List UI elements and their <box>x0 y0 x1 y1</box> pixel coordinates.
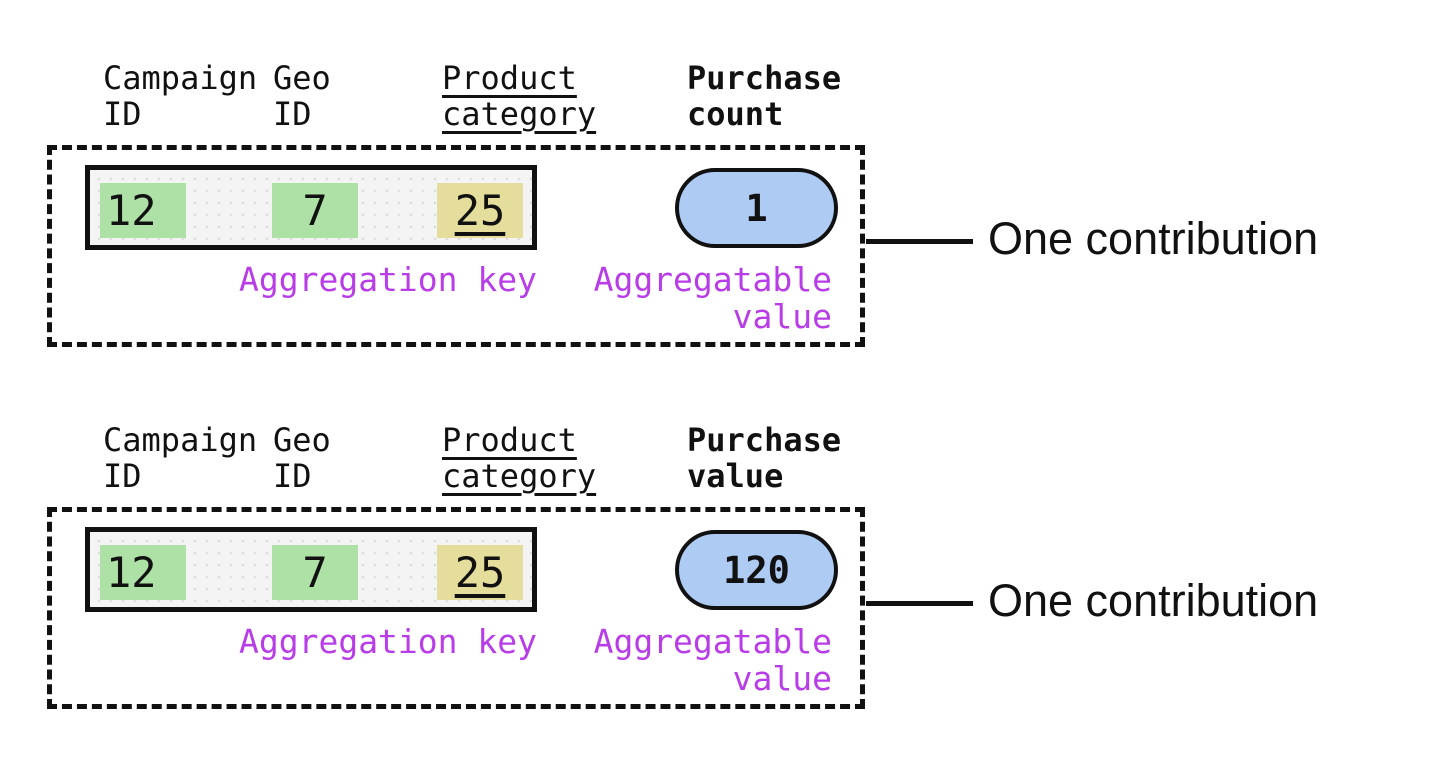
column-header-product-category: Product category <box>442 59 597 133</box>
aggregation-key-label: Aggregation key <box>238 260 537 299</box>
contribution-boundary <box>47 507 865 709</box>
column-header-purchase-value: Purchase value <box>687 421 842 495</box>
column-header-product-category: Product category <box>442 421 597 495</box>
cell-product-category: 25 <box>437 183 523 238</box>
product-category-value: 25 <box>454 548 506 597</box>
column-header-purchase-count: Purchase count <box>687 59 842 133</box>
aggregatable-value: 120 <box>723 548 790 592</box>
aggregatable-value-label: Aggregatable value <box>593 622 832 698</box>
column-header-geo-id: Geo ID <box>273 59 331 133</box>
cell-campaign-id: 12 <box>100 545 186 600</box>
connector-line <box>866 601 973 606</box>
aggregatable-value-label: Aggregatable value <box>593 260 832 336</box>
cell-product-category: 25 <box>437 545 523 600</box>
aggregation-key-label: Aggregation key <box>238 622 537 661</box>
campaign-id-value: 12 <box>106 548 157 597</box>
contribution-example-purchase-value: Campaign ID Geo ID Product category Purc… <box>0 362 1442 722</box>
product-category-value: 25 <box>454 186 506 235</box>
connector-line <box>866 239 973 244</box>
column-header-campaign-id: Campaign ID <box>103 59 258 133</box>
geo-id-value: 7 <box>302 186 328 235</box>
geo-id-value: 7 <box>302 548 328 597</box>
record-row: 12 7 25 <box>85 527 537 612</box>
cell-geo-id: 7 <box>272 183 358 238</box>
cell-campaign-id: 12 <box>100 183 186 238</box>
callout-one-contribution: One contribution <box>988 575 1319 626</box>
contribution-boundary <box>47 145 865 347</box>
campaign-id-value: 12 <box>106 186 157 235</box>
column-header-geo-id: Geo ID <box>273 421 331 495</box>
cell-geo-id: 7 <box>272 545 358 600</box>
aggregatable-value-pill: 1 <box>675 168 838 248</box>
aggregatable-value-pill: 120 <box>675 530 838 610</box>
contribution-example-purchase-count: Campaign ID Geo ID Product category Purc… <box>0 0 1442 360</box>
column-header-campaign-id: Campaign ID <box>103 421 258 495</box>
callout-one-contribution: One contribution <box>988 213 1319 264</box>
record-row: 12 7 25 <box>85 165 537 250</box>
aggregatable-value: 1 <box>745 186 768 230</box>
